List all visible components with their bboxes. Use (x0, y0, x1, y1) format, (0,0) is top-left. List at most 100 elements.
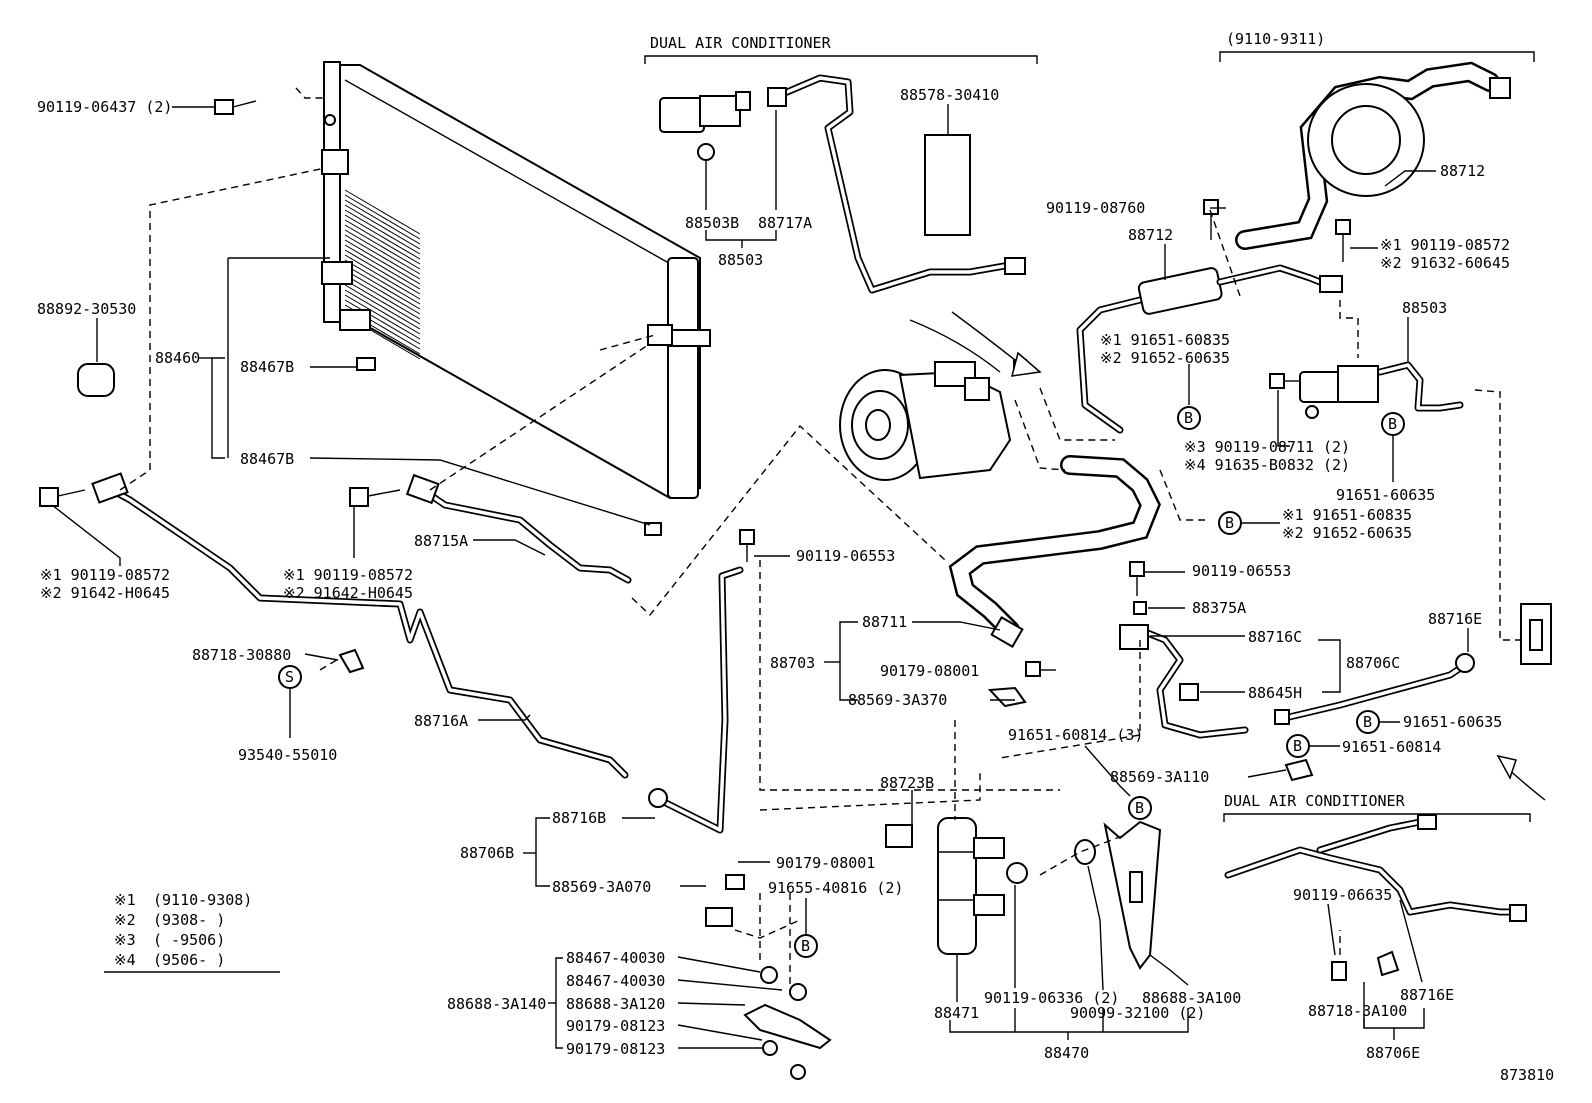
legend-mark-4: ※4 (114, 951, 136, 969)
label-90119-06635: 90119-06635 (1293, 886, 1392, 904)
pipe-88717A (767, 74, 1026, 294)
legend-mark-3: ※3 (114, 931, 136, 949)
receiver-dryer-drawing (937, 817, 1005, 955)
pipe-88716E-bottom (1224, 814, 1527, 922)
pipe-88716C (1119, 624, 1249, 739)
range-top-title: (9110-9311) (1226, 30, 1325, 48)
label-91652-60635-top: ※2 91652-60635 (1100, 349, 1230, 367)
label-88706B: 88706B (460, 844, 514, 862)
label-90119-06553-left: 90119-06553 (796, 547, 895, 565)
label-88711: 88711 (862, 613, 907, 631)
condenser-drawing (321, 61, 711, 500)
label-91651-60835-lower: ※1 91651-60835 (1282, 506, 1412, 524)
hose-88711 (948, 455, 1161, 649)
label-90119-06437: 90119-06437 (2) (37, 98, 172, 116)
hose-88712-top (1235, 61, 1511, 250)
svg-text:B: B (801, 937, 810, 955)
label-88467-40030-upper: 88467-40030 (566, 949, 665, 967)
label-88503-right: 88503 (1402, 299, 1447, 317)
legend-range-2: (9308- ) (153, 911, 225, 929)
label-88503B: 88503B (685, 214, 739, 232)
label-90119-06336: 90119-06336 (2) (984, 989, 1119, 1007)
callout-b-7: B (794, 934, 818, 958)
leader-lines (51, 104, 1469, 1049)
label-90179-08001-lower: 90179-08001 (776, 854, 875, 872)
callout-circles: S B B B B B B B (278, 406, 1405, 958)
label-88470: 88470 (1044, 1044, 1089, 1062)
callout-b-1: B (1177, 406, 1201, 430)
svg-text:B: B (1388, 415, 1397, 433)
label-90119-08711: ※3 90119-08711 (2) (1184, 438, 1350, 456)
label-88467B-lower: 88467B (240, 450, 294, 468)
dual-ac-top-title: DUAL AIR CONDITIONER (650, 34, 832, 52)
expansion-valve-88503B (659, 91, 751, 161)
label-90119-08572-left: ※1 90119-08572 (40, 566, 170, 584)
label-88578-30410: 88578-30410 (900, 86, 999, 104)
label-88467-40030-lower: 88467-40030 (566, 972, 665, 990)
label-88716A: 88716A (414, 712, 468, 730)
label-88706C: 88706C (1346, 654, 1400, 672)
legend-range-1: (9110-9308) (153, 891, 252, 909)
label-90179-08123-upper: 90179-08123 (566, 1017, 665, 1035)
label-91642-H0645-mid: ※2 91642-H0645 (283, 584, 413, 602)
label-91651-60814-3: 91651-60814 (3) (1008, 726, 1143, 744)
svg-text:B: B (1135, 799, 1144, 817)
direction-arrows (909, 311, 1546, 801)
figure-number: 873810 (1500, 1066, 1554, 1084)
label-91642-H0645-left: ※2 91642-H0645 (40, 584, 170, 602)
callout-s: S (278, 665, 302, 689)
label-88717A: 88717A (758, 214, 812, 232)
compressor-drawing (839, 361, 1012, 481)
label-91651-60635-lower: 91651-60635 (1403, 713, 1502, 731)
svg-text:S: S (285, 668, 294, 686)
dual-ac-bottom-title: DUAL AIR CONDITIONER (1224, 792, 1406, 810)
legend-range-4: (9506- ) (153, 951, 225, 969)
label-90099-32100: 90099-32100 (2) (1070, 1004, 1205, 1022)
label-91651-60814: 91651-60814 (1342, 738, 1441, 756)
dual-ac-bottom-bracket: DUAL AIR CONDITIONER (1223, 792, 1531, 822)
label-91651-60835-top: ※1 91651-60835 (1100, 331, 1230, 349)
label-88471: 88471 (934, 1004, 979, 1022)
label-88460: 88460 (155, 349, 200, 367)
label-88716E-top: 88716E (1428, 610, 1482, 628)
pipe-88716E-top (1274, 653, 1475, 725)
label-88716E-bottom: 88716E (1400, 986, 1454, 1004)
label-88569-3A070: 88569-3A070 (552, 878, 651, 896)
legend-mark-1: ※1 (114, 891, 136, 909)
label-91651-60635-upper: 91651-60635 (1336, 486, 1435, 504)
label-88688-3A120: 88688-3A120 (566, 995, 665, 1013)
label-88718-3A100: 88718-3A100 (1308, 1002, 1407, 1020)
label-88645H: 88645H (1248, 684, 1302, 702)
dashed-connectors (119, 87, 1520, 995)
dual-ac-top-bracket: DUAL AIR CONDITIONER (644, 34, 1038, 64)
label-90179-08123-lower: 90179-08123 (566, 1040, 665, 1058)
label-93540-55010: 93540-55010 (238, 746, 337, 764)
svg-text:B: B (1225, 514, 1234, 532)
pipe-88716A (91, 472, 629, 779)
svg-text:B: B (1293, 737, 1302, 755)
pipe-88712-mid (1076, 264, 1343, 434)
callout-b-5: B (1286, 734, 1310, 758)
label-91652-60635-lower: ※2 91652-60635 (1282, 524, 1412, 542)
label-88716B: 88716B (552, 809, 606, 827)
label-88467B-upper: 88467B (240, 358, 294, 376)
legend-table: ※1 (9110-9308) ※2 (9308- ) ※3 ( -9506) ※… (104, 891, 280, 973)
label-91632-60645: ※2 91632-60645 (1380, 254, 1510, 272)
label-88688-3A100: 88688-3A100 (1142, 989, 1241, 1007)
label-88569-3A370: 88569-3A370 (848, 691, 947, 709)
small-parts (39, 99, 1552, 1080)
pipe-88503-right (1376, 361, 1464, 412)
label-88688-3A140: 88688-3A140 (447, 995, 546, 1013)
label-88723B: 88723B (880, 774, 934, 792)
label-88569-3A110: 88569-3A110 (1110, 768, 1209, 786)
label-88706E: 88706E (1366, 1044, 1420, 1062)
part-labels: 90119-06437 (2) 88892-30530 88460 88467B… (37, 86, 1554, 1084)
label-88892-30530: 88892-30530 (37, 300, 136, 318)
label-90119-08572-right: ※1 90119-08572 (1380, 236, 1510, 254)
label-88712-top: 88712 (1440, 162, 1485, 180)
label-88703: 88703 (770, 654, 815, 672)
expansion-valve-88503 (1299, 365, 1379, 419)
label-90119-06553-right: 90119-06553 (1192, 562, 1291, 580)
